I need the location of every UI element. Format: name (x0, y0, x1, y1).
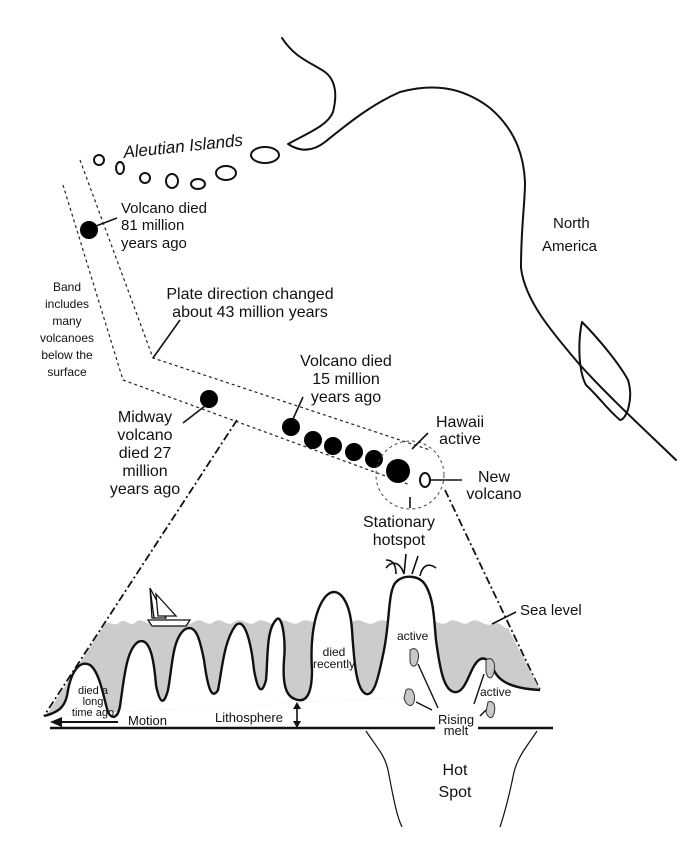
melt-blob (409, 648, 419, 667)
svg-text:Rising: Rising (438, 712, 474, 727)
svg-text:America: America (542, 238, 598, 255)
stationary-hotspot-label: Stationary hotspot (363, 514, 435, 549)
svg-text:time ago: time ago (72, 707, 114, 719)
volcano-dot (365, 450, 383, 468)
north-america-label: North America (542, 215, 598, 255)
svg-text:North: North (553, 215, 590, 232)
hot-spot-label: Hot Spot (439, 762, 472, 801)
hotspot-funnel-left (365, 730, 403, 828)
volcano-dot (304, 431, 322, 449)
svg-text:about 43 million years: about 43 million years (172, 304, 328, 321)
svg-text:melt: melt (444, 723, 469, 738)
svg-text:Hot: Hot (443, 762, 468, 779)
cone-left-edge (43, 419, 238, 717)
volcano-81-label: Volcano died 81 million years ago (121, 200, 207, 252)
svg-text:long: long (83, 696, 104, 708)
died-long-ago-label: died a long time ago (72, 685, 114, 719)
motion-label: Motion (128, 713, 167, 728)
hotspot-funnel-right (499, 730, 538, 828)
motion-arrow-icon (50, 717, 118, 727)
volcano-dot (324, 437, 342, 455)
svg-text:below the: below the (41, 348, 93, 362)
band-note-label: Band includes many volcanoes below the s… (40, 280, 94, 379)
midway-label: Midway volcano died 27 million years ago (110, 409, 180, 498)
volcano-81-dot (80, 221, 98, 239)
svg-text:15 million: 15 million (312, 371, 380, 388)
seafloor-volcano-profiles (43, 575, 541, 718)
north-america-coastline (281, 37, 677, 461)
svg-text:years ago: years ago (121, 235, 187, 252)
leader-midway (182, 405, 206, 424)
leader-81 (95, 217, 118, 227)
leader-hawaii (411, 432, 429, 450)
island (215, 165, 237, 181)
hawaii-active-dot (386, 459, 410, 483)
lithosphere-label: Lithosphere (215, 710, 283, 725)
svg-text:Spot: Spot (439, 784, 472, 801)
svg-text:Plate direction changed: Plate direction changed (166, 286, 333, 303)
volcano-dot (345, 443, 363, 461)
svg-text:Hawaii: Hawaii (436, 414, 484, 431)
svg-text:Volcano died: Volcano died (121, 200, 207, 217)
svg-text:New: New (478, 469, 510, 486)
svg-text:years ago: years ago (311, 389, 381, 406)
midway-volcano-dot (200, 390, 218, 408)
volcano-15-label: Volcano died 15 million years ago (300, 353, 392, 406)
island (115, 161, 125, 175)
svg-text:hotspot: hotspot (373, 532, 426, 549)
leader-sea-level (491, 611, 517, 625)
leader-plate-change (152, 319, 181, 359)
svg-text:surface: surface (47, 365, 87, 379)
svg-text:volcanoes: volcanoes (40, 331, 94, 345)
svg-text:million: million (122, 463, 167, 480)
svg-text:recently: recently (313, 657, 355, 671)
hawaii-label: Hawaii active (436, 414, 484, 448)
island (250, 146, 280, 164)
cone-right-edge (444, 489, 541, 691)
eruption-lines (385, 553, 437, 577)
sailboat-icon (146, 587, 192, 627)
active-main-label: active (397, 629, 429, 643)
island (93, 154, 105, 166)
svg-text:died a: died a (78, 685, 109, 697)
sea-level-label: Sea level (520, 602, 582, 619)
island (165, 173, 179, 189)
active-small-label: active (480, 685, 512, 699)
svg-text:many: many (52, 314, 81, 328)
died-recently-label: died recently (313, 645, 355, 671)
new-volcano-label: New volcano (466, 469, 521, 503)
melt-leaders (415, 663, 487, 717)
svg-text:died 27: died 27 (119, 445, 172, 462)
svg-text:Volcano died: Volcano died (300, 353, 392, 370)
svg-text:died: died (323, 645, 346, 659)
melt-blob (485, 701, 496, 719)
svg-text:Stationary: Stationary (363, 514, 435, 531)
svg-text:active: active (439, 431, 481, 448)
leader-15 (292, 396, 304, 420)
rising-melt-label: Rising melt (438, 712, 474, 738)
aleutian-islands-label: Aleutian Islands (121, 130, 244, 162)
baja-peninsula (578, 321, 632, 421)
svg-text:volcano: volcano (117, 427, 172, 444)
svg-text:years ago: years ago (110, 481, 180, 498)
plate-direction-label: Plate direction changed about 43 million… (166, 286, 333, 321)
svg-text:Midway: Midway (118, 409, 172, 426)
new-volcano-oval (419, 472, 431, 488)
lithosphere-thickness-arrow-icon (293, 702, 301, 728)
plate-band-lower (62, 184, 411, 486)
svg-text:Band: Band (53, 280, 81, 294)
melt-blob (403, 688, 415, 706)
svg-text:includes: includes (45, 297, 89, 311)
island (139, 172, 151, 184)
melt-blob (485, 658, 495, 679)
aleutian-islands (93, 146, 280, 190)
stationary-hotspot-circle (375, 440, 445, 510)
svg-text:81 million: 81 million (121, 217, 184, 234)
volcano-15-dot (282, 418, 300, 436)
svg-text:volcano: volcano (466, 486, 521, 503)
rising-melt-blobs (403, 648, 496, 719)
island (190, 178, 206, 190)
